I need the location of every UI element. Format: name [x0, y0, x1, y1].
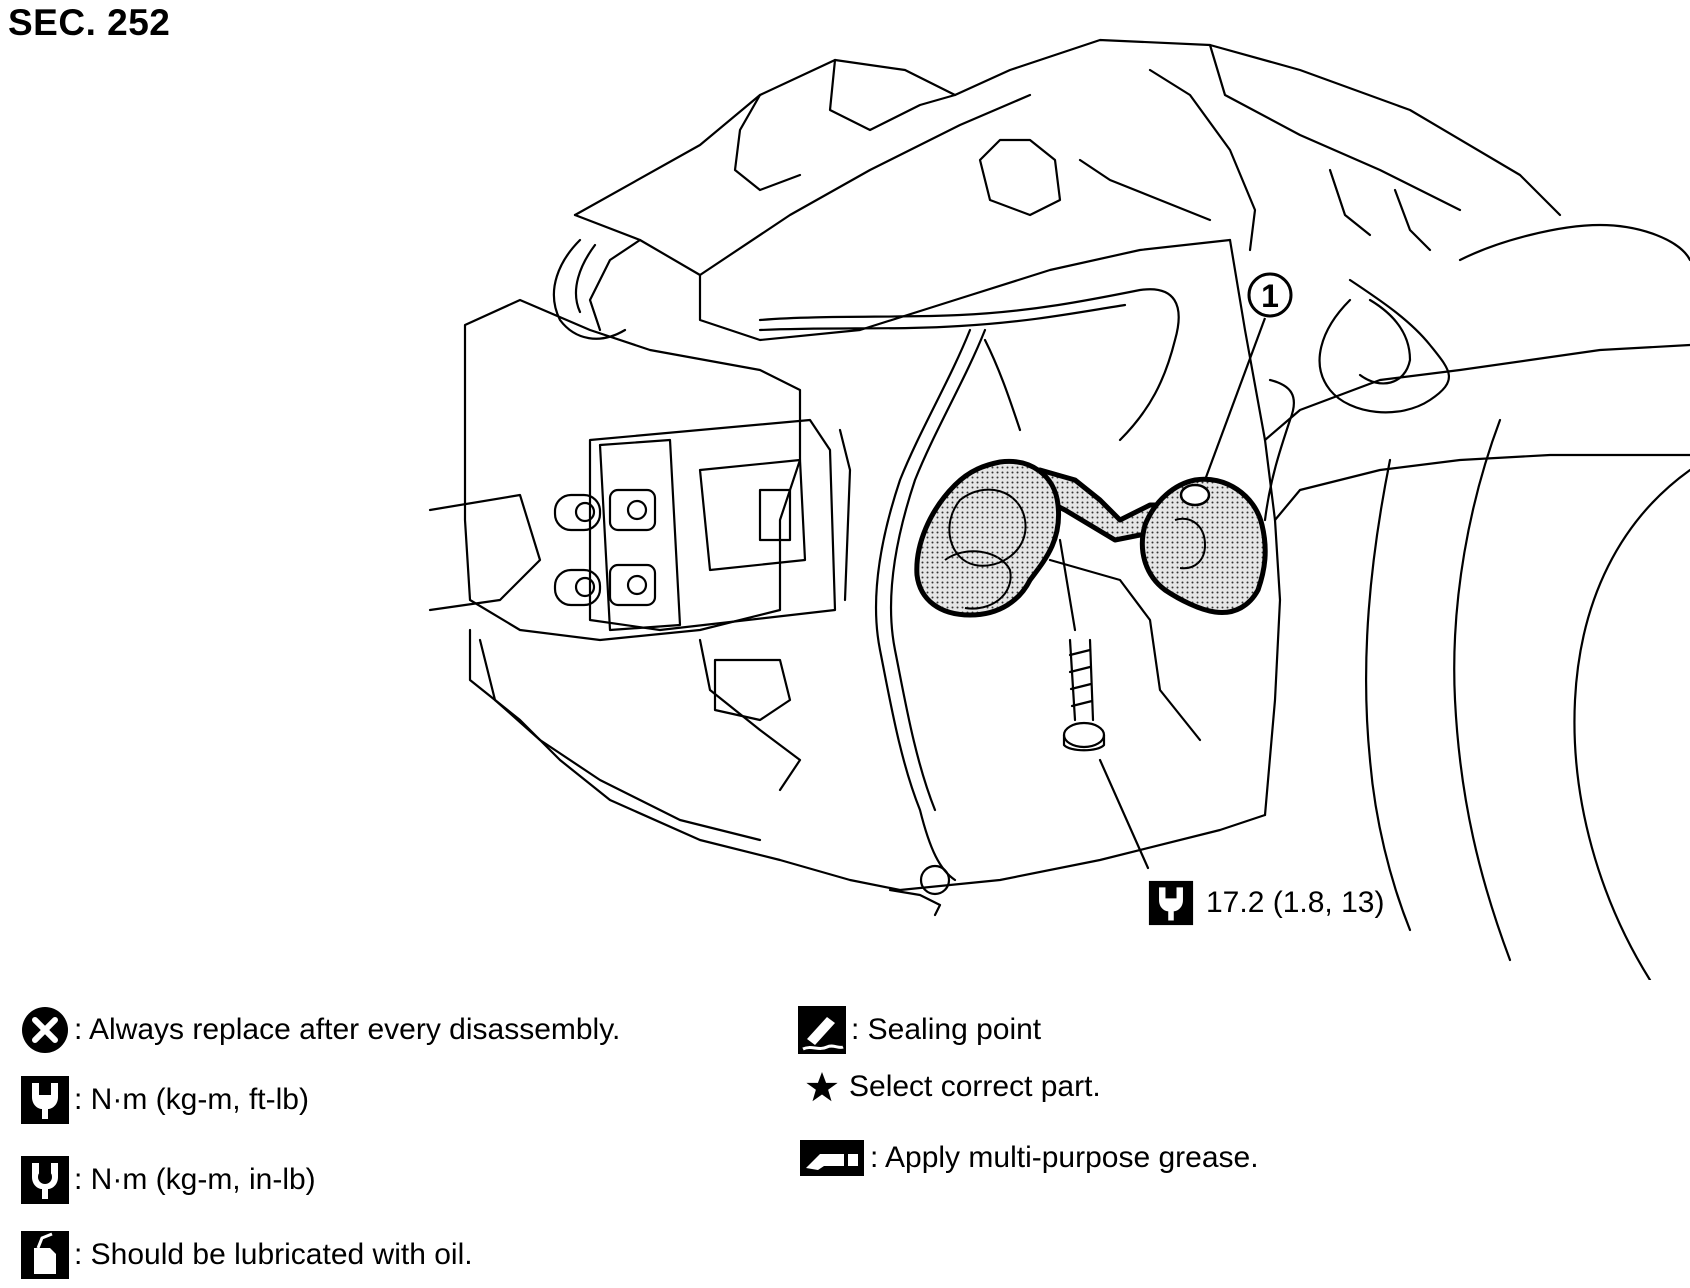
part-callout-1: 1 [1247, 272, 1293, 318]
legend-item-grease: : Apply multi-purpose grease. [800, 1140, 1259, 1176]
legend-label: : Sealing point [851, 1013, 1042, 1046]
horn-right [1139, 476, 1268, 616]
sealant-icon [797, 1005, 847, 1055]
engine-bay-horn-diagram: 1 [428, 38, 1690, 980]
torque-wrench-ft-lb-icon [1148, 880, 1194, 926]
legend-item-torque-ft-lb: : N·m (kg-m, ft-lb) [20, 1075, 309, 1125]
legend-item-torque-in-lb: : N·m (kg-m, in-lb) [20, 1155, 316, 1205]
grease-gun-icon [800, 1140, 864, 1176]
legend-item-select-part: Select correct part. [805, 1070, 1101, 1104]
legend-label: : Always replace after every disassembly… [74, 1013, 621, 1046]
legend-item-replace: : Always replace after every disassembly… [20, 1005, 620, 1055]
section-title: SEC. 252 [8, 2, 171, 43]
legend-label: : N·m (kg-m, ft-lb) [74, 1083, 309, 1116]
x-circle-icon [20, 1005, 70, 1055]
legend-item-sealing: : Sealing point [797, 1005, 1041, 1055]
torque-wrench-ft-lb-icon [20, 1075, 70, 1125]
legend-item-oil: : Should be lubricated with oil. [20, 1230, 473, 1280]
torque-wrench-in-lb-icon [20, 1155, 70, 1205]
legend-label: : Should be lubricated with oil. [74, 1238, 473, 1271]
part-callout-number: 1 [1261, 278, 1279, 314]
horn-left [914, 458, 1062, 618]
legend-label: Select correct part. [849, 1070, 1101, 1103]
star-icon [805, 1070, 839, 1104]
oil-can-icon [20, 1230, 70, 1280]
torque-spec-value: 17.2 (1.8, 13) [1206, 886, 1385, 919]
legend-label: : N·m (kg-m, in-lb) [74, 1163, 316, 1196]
legend-label: : Apply multi-purpose grease. [870, 1141, 1259, 1174]
torque-spec-callout: 17.2 (1.8, 13) [1148, 880, 1384, 926]
